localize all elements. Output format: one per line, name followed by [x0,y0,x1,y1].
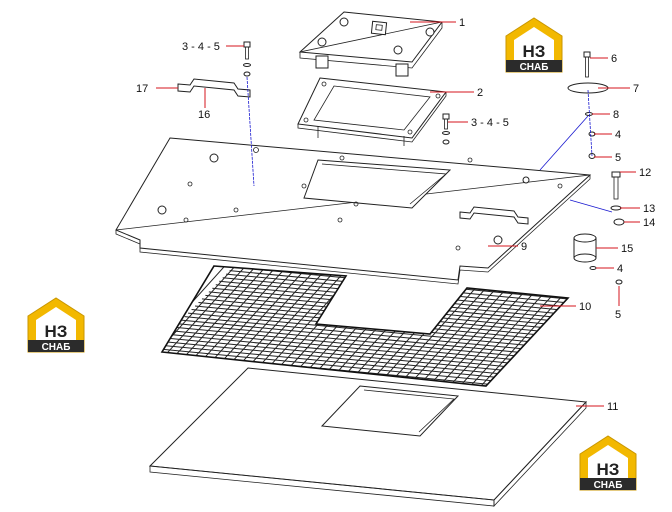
logo-letters: НЗ [45,322,68,341]
callout-13: 13 [643,203,655,215]
brand-logo-left: НЗ СНАБ [27,297,85,353]
callout-1: 1 [459,17,465,29]
logo-word: СНАБ [520,62,549,73]
part-1-top-cover [298,11,443,77]
callout-10: 10 [579,301,591,313]
bolt-stack-right-top [539,51,609,171]
logo-letters: НЗ [597,460,620,479]
callout-16: 16 [198,109,210,121]
part-2-frame [297,77,447,146]
callout-2: 2 [477,87,483,99]
callout-5-upper: 5 [615,152,621,164]
part-11-floor-mat [148,367,588,508]
bolt-stack-right-bottom [569,171,625,285]
callout-11: 11 [607,401,618,413]
callout-9: 9 [521,241,527,253]
callout-4-upper: 4 [615,129,621,141]
logo-word: СНАБ [42,342,71,353]
logo-word: СНАБ [594,480,623,491]
callout-14: 14 [643,217,655,229]
part-10-grid-mesh [160,265,570,387]
callout-17: 17 [136,83,148,95]
callout-6: 6 [611,53,617,65]
leader-lines [156,21,640,407]
brand-logo-top-right: НЗ СНАБ [505,17,563,73]
callout-3-4-5-left: 3 - 4 - 5 [182,41,220,53]
logo-letters: НЗ [523,42,546,61]
callout-8: 8 [613,109,619,121]
bolt-stack-left [243,41,255,187]
brand-logo-bottom-right: НЗ СНАБ [579,435,637,491]
bolt-stack-frame [442,113,450,145]
callout-3-4-5-frame: 3 - 4 - 5 [471,117,509,129]
callout-labels: 1 2 3 - 4 - 5 3 - 4 - 5 6 7 8 4 5 9 10 1… [136,17,655,413]
part-17-handle [177,78,251,98]
callout-7: 7 [633,83,639,95]
callout-5-lower: 5 [615,309,621,321]
callout-4-lower: 4 [617,263,623,275]
callout-12: 12 [639,167,651,179]
callout-15: 15 [621,243,633,255]
part-9-main-plate [115,137,592,285]
